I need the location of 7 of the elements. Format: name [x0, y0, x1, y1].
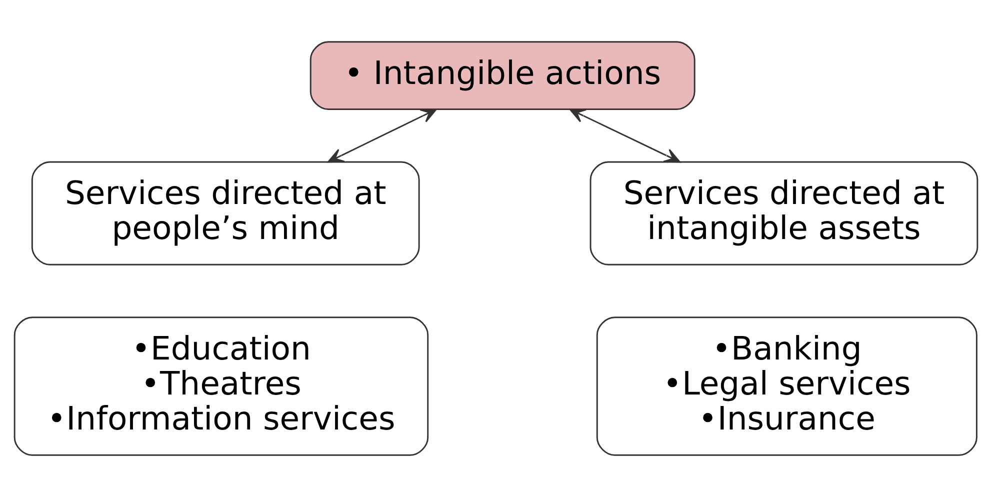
node-box: Services directed at intangible assets: [590, 160, 978, 265]
arrow: [569, 108, 680, 162]
node-box: •Education •Theatres •Information services: [14, 316, 429, 456]
node-box: •Banking •Legal services •Insurance: [596, 316, 978, 456]
node-box: Services directed at people’s mind: [31, 160, 420, 265]
arrow: [327, 108, 437, 162]
node-box: • Intangible actions: [310, 40, 696, 110]
